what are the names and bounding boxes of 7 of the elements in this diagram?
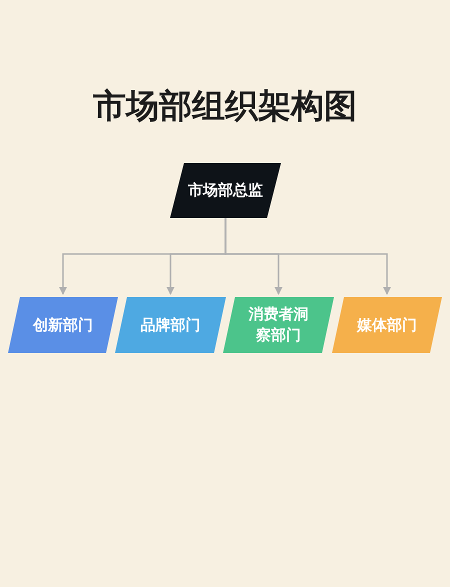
title: 市场部组织架构图	[92, 85, 358, 127]
department-box: 品牌部门	[115, 297, 226, 353]
director-box: 市场部总监	[170, 163, 281, 218]
department-box: 媒体部门	[332, 297, 442, 353]
department-box: 创新部门	[8, 297, 118, 353]
connector-arrow	[224, 218, 391, 295]
department-box: 消费者洞察部门	[223, 297, 334, 353]
